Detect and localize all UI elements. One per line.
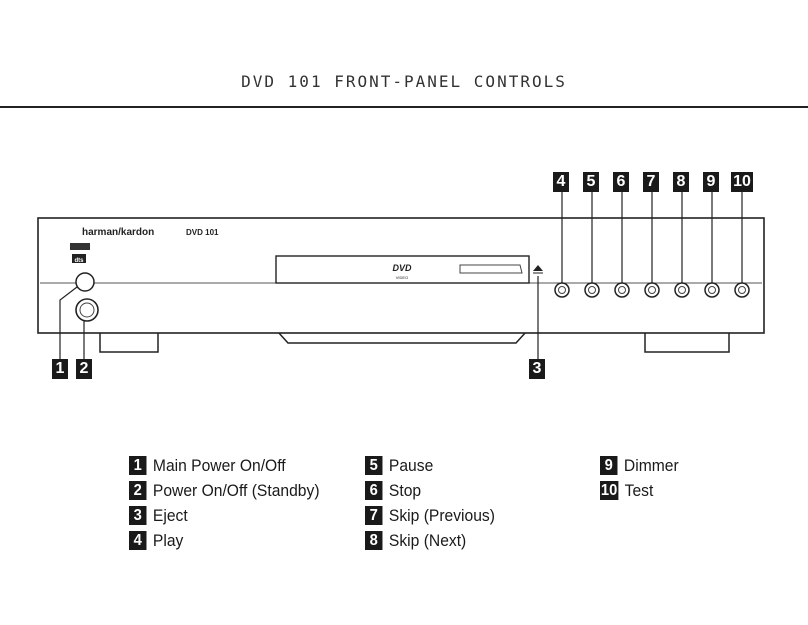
legend-number: 4: [129, 531, 147, 550]
legend-number: 9: [600, 456, 618, 475]
legend-item: 3 Eject: [129, 503, 320, 528]
legend-item: 6 Stop: [365, 478, 495, 503]
callout-1: 1: [52, 359, 68, 379]
callout-10: 10: [731, 172, 753, 192]
legend-item: 2 Power On/Off (Standby): [129, 478, 320, 503]
legend-label: Dimmer: [623, 456, 679, 475]
stop-button[interactable]: [614, 282, 630, 298]
callout-3: 3: [529, 359, 545, 379]
legend-number: 6: [365, 481, 383, 500]
callout-5: 5: [583, 172, 599, 192]
display-window: [459, 264, 523, 274]
legend-label: Skip (Next): [388, 531, 467, 550]
standby-button[interactable]: [75, 298, 99, 322]
legend-item: 9 Dimmer: [600, 453, 679, 478]
center-base: [277, 331, 527, 344]
legend-number: 1: [129, 456, 147, 475]
legend-number: 10: [600, 481, 619, 500]
dts-logo: dts: [75, 258, 85, 264]
legend-number: 3: [129, 506, 147, 525]
legend-label: Test: [624, 481, 654, 500]
title-rule: [0, 106, 808, 108]
legend-item: 5 Pause: [365, 453, 495, 478]
left-foot: [99, 331, 159, 353]
dts-logo-icon: [72, 254, 86, 263]
legend-label: Skip (Previous): [388, 506, 495, 525]
skip-previous-button[interactable]: [644, 282, 660, 298]
page-title: DVD 101 FRONT-PANEL CONTROLS: [241, 72, 567, 91]
dvd-logo: DVD: [392, 263, 412, 273]
legend-number: 2: [129, 481, 147, 500]
callout-2: 2: [76, 359, 92, 379]
legend-column-3: 9 Dimmer 10 Test: [600, 453, 679, 503]
disc-tray: [275, 255, 530, 284]
dolby-logo: DIGITAL: [74, 253, 86, 257]
play-button[interactable]: [554, 282, 570, 298]
dolby-logo-icon: [70, 243, 90, 250]
eject-icon[interactable]: [533, 265, 543, 271]
callout-8: 8: [673, 172, 689, 192]
legend-number: 8: [365, 531, 383, 550]
legend-number: 5: [365, 456, 383, 475]
callout-leader-lines: [59, 190, 743, 359]
legend-item: 4 Play: [129, 528, 320, 553]
legend-column-1: 1 Main Power On/Off 2 Power On/Off (Stan…: [129, 453, 320, 553]
legend-number: 7: [365, 506, 383, 525]
legend-item: 10 Test: [600, 478, 679, 503]
legend-label: Power On/Off (Standby): [152, 481, 320, 500]
main-power-button[interactable]: [75, 272, 95, 292]
skip-next-button[interactable]: [674, 282, 690, 298]
dimmer-button[interactable]: [704, 282, 720, 298]
callout-7: 7: [643, 172, 659, 192]
legend-label: Play: [152, 531, 184, 550]
right-foot: [644, 331, 730, 353]
legend-item: 7 Skip (Previous): [365, 503, 495, 528]
brand-logo: harman/kardon: [82, 227, 154, 238]
model-label: DVD 101: [186, 228, 219, 237]
legend-item: 8 Skip (Next): [365, 528, 495, 553]
legend-column-2: 5 Pause 6 Stop 7 Skip (Previous) 8 Skip …: [365, 453, 495, 553]
pause-button[interactable]: [584, 282, 600, 298]
callout-4: 4: [553, 172, 569, 192]
dvd-logo-sub: VIDEO: [396, 275, 408, 280]
legend-label: Pause: [388, 456, 434, 475]
callout-6: 6: [613, 172, 629, 192]
legend-label: Stop: [388, 481, 422, 500]
legend-item: 1 Main Power On/Off: [129, 453, 320, 478]
callout-9: 9: [703, 172, 719, 192]
legend-label: Eject: [152, 506, 188, 525]
test-button[interactable]: [734, 282, 750, 298]
legend-label: Main Power On/Off: [152, 456, 286, 475]
